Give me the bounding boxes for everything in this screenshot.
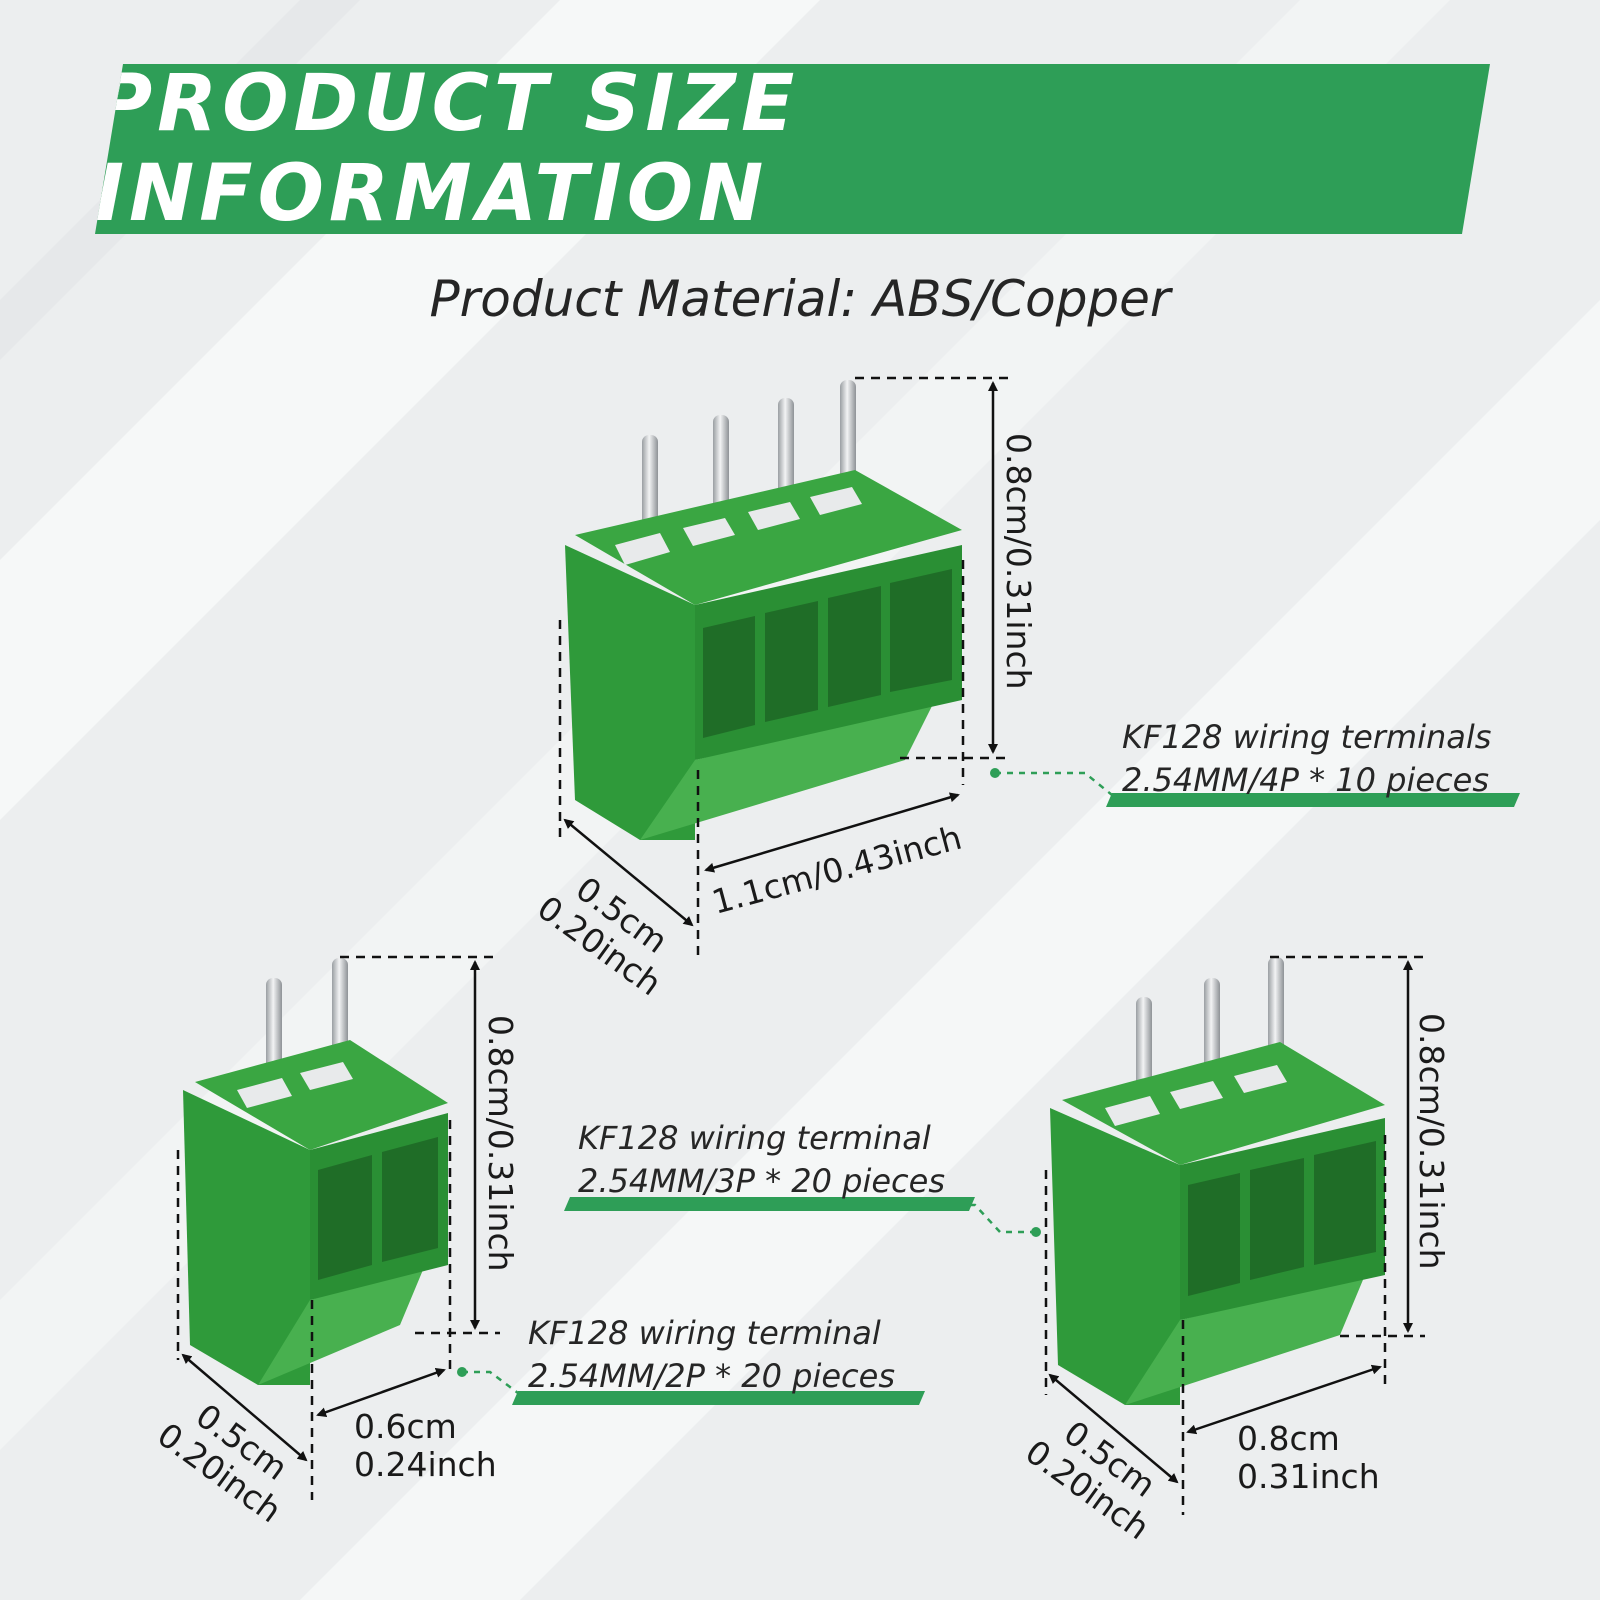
width-cm-2p: 0.6cm xyxy=(354,1407,457,1446)
height-label-3p: 0.8cm/0.31inch xyxy=(1412,1013,1451,1270)
product-label-2p-line2: 2.54MM/2P * 20 pieces xyxy=(528,1357,895,1396)
terminal-3p xyxy=(1050,957,1385,1405)
label-underline-4p xyxy=(1106,793,1520,807)
label-underline-2p xyxy=(512,1391,925,1405)
product-label-3p: KF128 wiring terminal 2.54MM/3P * 20 pie… xyxy=(578,1117,945,1203)
width-inch-3p: 0.31inch xyxy=(1237,1456,1380,1496)
width-label-2p: 0.6cm 0.24inch xyxy=(354,1408,497,1484)
product-label-4p-line2: 2.54MM/4P * 10 pieces xyxy=(1122,761,1489,800)
width-cm-3p: 0.8cm xyxy=(1237,1419,1340,1458)
dimensions-3p xyxy=(580,955,1425,1515)
product-label-2p-line1: KF128 wiring terminal xyxy=(528,1314,881,1352)
terminal-4p xyxy=(565,380,962,840)
dimensions-4p xyxy=(558,376,1510,955)
product-label-4p: KF128 wiring terminals 2.54MM/4P * 10 pi… xyxy=(1122,716,1491,802)
width-label-3p: 0.8cm 0.31inch xyxy=(1237,1420,1380,1496)
product-label-3p-line2: 2.54MM/3P * 20 pieces xyxy=(578,1162,945,1201)
title-banner: PRODUCT SIZE INFORMATION xyxy=(95,64,1490,234)
product-label-3p-line1: KF128 wiring terminal xyxy=(578,1119,931,1157)
label-underline-3p xyxy=(564,1197,975,1211)
width-inch-2p: 0.24inch xyxy=(354,1444,497,1484)
terminal-2p xyxy=(183,958,448,1385)
height-label-4p: 0.8cm/0.31inch xyxy=(999,433,1038,690)
height-label-2p: 0.8cm/0.31inch xyxy=(481,1015,520,1272)
banner-title: PRODUCT SIZE INFORMATION xyxy=(95,59,800,239)
material-text: Product Material: ABS/Copper xyxy=(429,270,1171,328)
product-label-2p: KF128 wiring terminal 2.54MM/2P * 20 pie… xyxy=(528,1312,895,1398)
product-label-4p-line1: KF128 wiring terminals xyxy=(1122,718,1492,756)
